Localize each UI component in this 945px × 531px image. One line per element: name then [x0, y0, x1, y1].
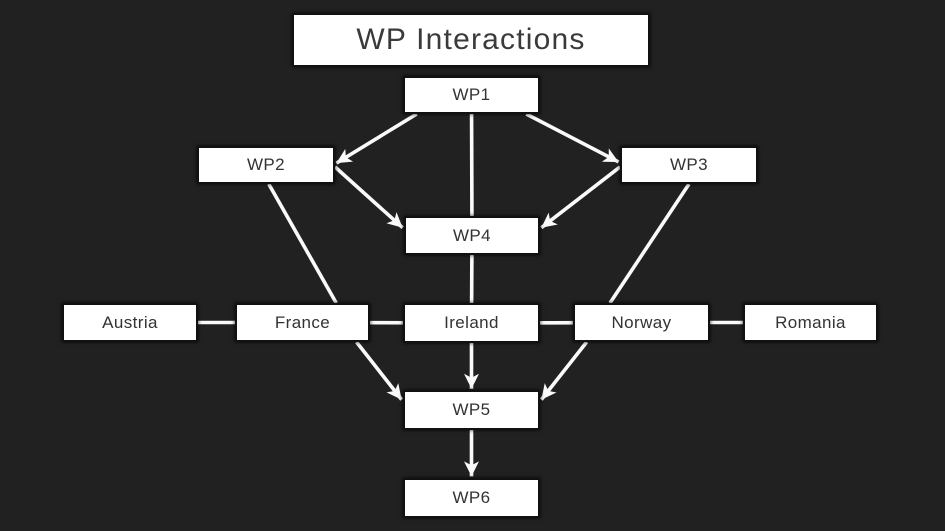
edge-france-wp5	[355, 340, 404, 401]
node-label: WP3	[669, 155, 709, 174]
node-france: France	[235, 303, 370, 342]
edge-wp3-wp4	[540, 165, 622, 230]
edge-wp2-france	[267, 183, 338, 304]
node-label: Ireland	[444, 313, 499, 332]
node-austria: Austria	[62, 303, 198, 342]
node-wp5: WP5	[403, 390, 540, 430]
node-label: WP5	[452, 400, 491, 419]
node-label: Austria	[102, 312, 158, 332]
node-wp3: WP3	[620, 146, 758, 184]
node-label: WP6	[452, 488, 491, 507]
node-romania: Romania	[743, 303, 878, 342]
diagram-title: WP Interactions	[356, 23, 586, 56]
edge-wp1-wp4	[469, 94, 474, 236]
node-norway: Norway	[573, 303, 710, 342]
node-label: WP1	[452, 85, 491, 104]
node-label: WP2	[246, 155, 286, 174]
node-wp2: WP2	[197, 146, 335, 184]
edge-wp1-wp2	[335, 112, 418, 165]
node-wp6: WP6	[403, 478, 540, 518]
node-label: France	[274, 312, 331, 332]
node-label: Romania	[775, 312, 846, 332]
node-wp1: WP1	[403, 76, 540, 114]
edge-wp2-wp4	[333, 165, 404, 230]
edge-wp1-wp3	[525, 112, 620, 164]
node-wp4: WP4	[404, 216, 540, 255]
diagram-title-box: WP Interactions	[292, 13, 650, 67]
node-ireland: Ireland	[403, 303, 540, 343]
node-label: Norway	[611, 312, 672, 332]
edge-wp3-norway	[608, 183, 691, 304]
edge-norway-wp5	[539, 340, 589, 401]
node-label: WP4	[452, 225, 492, 245]
